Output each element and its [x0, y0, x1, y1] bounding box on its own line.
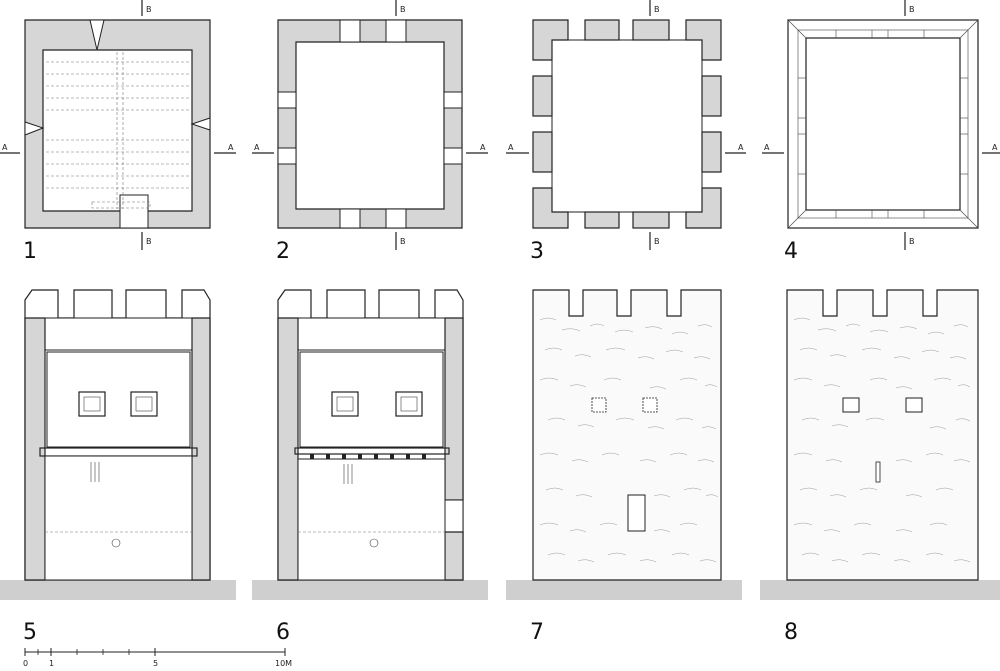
section-mark-3-left: A [508, 143, 514, 152]
scale-tick-5: 5 [153, 659, 158, 668]
section-mark-2-left: A [254, 143, 260, 152]
section-mark-4-right: A [992, 143, 998, 152]
section-mark-4-top: B [909, 5, 915, 14]
panel-number-5: 5 [23, 620, 37, 645]
section-mark-3-right: A [738, 143, 744, 152]
panel-number-2: 2 [276, 239, 290, 264]
panel-number-7: 7 [530, 620, 544, 645]
section-mark-2-right: A [480, 143, 486, 152]
plan-1 [0, 0, 236, 250]
section-6 [252, 289, 488, 600]
panel-number-4: 4 [784, 239, 798, 264]
section-mark-1-left: A [2, 143, 8, 152]
scale-tick-0: 0 [23, 659, 28, 668]
elevation-8 [760, 289, 1000, 600]
plan-4 [762, 0, 1000, 250]
section-mark-2-top: B [400, 5, 406, 14]
panel-number-8: 8 [784, 620, 798, 645]
elevation-7 [506, 289, 742, 600]
plan-2 [252, 0, 488, 250]
section-mark-1-right: A [228, 143, 234, 152]
section-mark-4-bottom: B [909, 237, 915, 246]
plan-3 [506, 0, 746, 250]
scale-bar: 0 1 5 10M [23, 648, 292, 668]
section-mark-3-top: B [654, 5, 660, 14]
section-mark-4-left: A [764, 143, 770, 152]
section-5 [0, 289, 236, 600]
panel-number-3: 3 [530, 239, 544, 264]
panel-number-6: 6 [276, 620, 290, 645]
scale-tick-10m: 10M [275, 659, 292, 668]
section-mark-1-top: B [146, 5, 152, 14]
section-mark-3-bottom: B [654, 237, 660, 246]
scale-tick-1: 1 [49, 659, 54, 668]
section-mark-1-bottom: B [146, 237, 152, 246]
section-mark-2-bottom: B [400, 237, 406, 246]
panel-number-1: 1 [23, 239, 37, 264]
